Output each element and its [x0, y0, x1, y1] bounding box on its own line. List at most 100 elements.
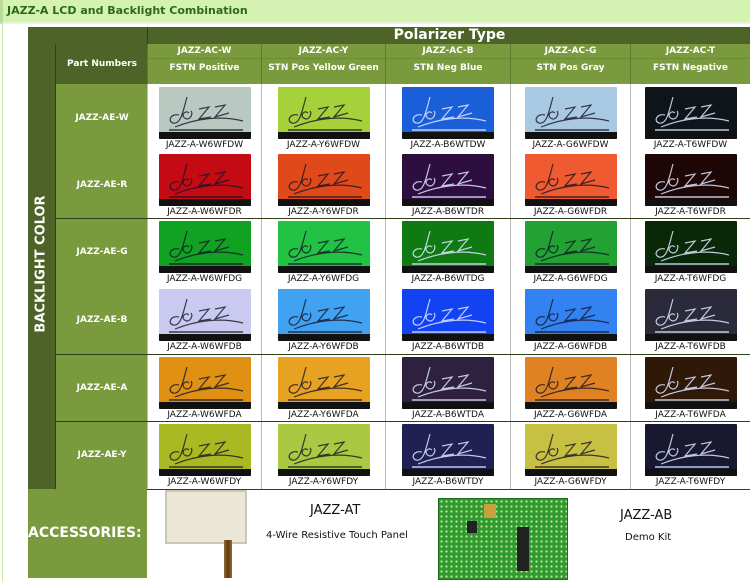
lcd-image — [524, 154, 617, 206]
lcd-cell[interactable]: JAZZ-A-T6WFDA — [630, 354, 750, 421]
lcd-cell[interactable]: JAZZ-A-Y6WFDB — [261, 286, 385, 354]
lcd-cell[interactable]: JAZZ-A-T6WFDR — [630, 151, 750, 218]
row-header: JAZZ-AE-B — [55, 286, 148, 354]
lcd-cell[interactable]: JAZZ-A-B6WTDB — [385, 286, 510, 354]
jazz-logo-icon — [168, 230, 243, 265]
part-number: JAZZ-A-W6WFDW — [165, 140, 244, 150]
lcd-bezel — [277, 199, 370, 206]
part-number: JAZZ-A-Y6WFDG — [287, 274, 360, 284]
lcd-cell[interactable]: JAZZ-A-G6WFDB — [510, 286, 630, 354]
polarizer-code: JAZZ-AC-W — [148, 44, 261, 59]
jazz-logo-icon — [168, 433, 243, 468]
lcd-image — [402, 289, 494, 341]
jazz-logo-icon — [168, 298, 243, 333]
lcd-cell[interactable]: JAZZ-A-G6WFDY — [510, 421, 630, 489]
lcd-cell[interactable]: JAZZ-A-B6WTDY — [385, 421, 510, 489]
lcd-bezel — [158, 199, 251, 206]
lcd-cell[interactable]: JAZZ-A-T6WFDB — [630, 286, 750, 354]
lcd-cell[interactable]: JAZZ-A-G6WFDG — [510, 218, 630, 286]
lcd-cell[interactable]: JAZZ-A-W6WFDR — [147, 151, 261, 218]
row-header: JAZZ-AE-R — [55, 151, 148, 218]
part-number: JAZZ-A-W6WFDG — [166, 274, 243, 284]
accessory-code: JAZZ-AB — [620, 508, 673, 523]
lcd-bezel — [402, 266, 494, 273]
lcd-cell[interactable]: JAZZ-A-Y6WFDW — [261, 84, 385, 151]
lcd-cell[interactable]: JAZZ-A-G6WFDR — [510, 151, 630, 218]
part-number: JAZZ-A-T6WFDR — [655, 207, 726, 217]
accessories-label: ACCESSORIES: — [28, 489, 147, 578]
part-number: JAZZ-A-T6WFDB — [655, 342, 726, 352]
lcd-bezel — [524, 266, 617, 273]
lcd-bezel — [277, 402, 370, 409]
polarizer-code: JAZZ-AC-B — [386, 44, 510, 59]
part-number: JAZZ-A-G6WFDR — [533, 207, 608, 217]
jazz-logo-icon — [412, 298, 487, 333]
row-divider — [55, 354, 750, 355]
lcd-cell[interactable]: JAZZ-A-W6WFDY — [147, 421, 261, 489]
polarizer-name: STN Neg Blue — [413, 63, 483, 73]
lcd-cell[interactable]: JAZZ-A-B6WTDG — [385, 218, 510, 286]
jazz-logo-icon — [168, 96, 243, 131]
pcb-chip — [517, 527, 529, 571]
lcd-bezel — [644, 199, 737, 206]
lcd-cell[interactable]: JAZZ-A-W6WFDG — [147, 218, 261, 286]
pcb-connector — [467, 521, 477, 533]
lcd-cell[interactable]: JAZZ-A-Y6WFDR — [261, 151, 385, 218]
column-header: JAZZ-AC-B STN Neg Blue — [385, 44, 510, 84]
lcd-cell[interactable]: JAZZ-A-G6WFDW — [510, 84, 630, 151]
lcd-image — [402, 221, 494, 273]
jazz-logo-icon — [654, 298, 729, 333]
lcd-cell[interactable]: JAZZ-A-W6WFDB — [147, 286, 261, 354]
part-number: JAZZ-A-G6WFDA — [533, 410, 608, 420]
row-divider — [55, 421, 750, 422]
lcd-cell[interactable]: JAZZ-A-T6WFDG — [630, 218, 750, 286]
jazz-logo-icon — [412, 96, 487, 131]
lcd-cell[interactable]: JAZZ-A-Y6WFDA — [261, 354, 385, 421]
accessory-code: JAZZ-AT — [310, 503, 361, 518]
lcd-cell[interactable]: JAZZ-A-B6WTDA — [385, 354, 510, 421]
lcd-cell[interactable]: JAZZ-A-B6WTDR — [385, 151, 510, 218]
lcd-bezel — [644, 132, 737, 139]
jazz-logo-icon — [412, 366, 487, 401]
lcd-bezel — [277, 132, 370, 139]
lcd-cell[interactable]: JAZZ-A-T6WFDY — [630, 421, 750, 489]
lcd-bezel — [644, 402, 737, 409]
lcd-image — [644, 289, 737, 341]
lcd-image — [644, 424, 737, 476]
jazz-logo-icon — [654, 433, 729, 468]
backlight-color-column: BACKLIGHT COLOR — [28, 44, 55, 489]
lcd-image — [524, 289, 617, 341]
part-number: JAZZ-A-B6WTDW — [410, 140, 486, 150]
lcd-bezel — [644, 469, 737, 476]
lcd-cell[interactable]: JAZZ-A-T6WFDW — [630, 84, 750, 151]
part-number: JAZZ-A-G6WFDW — [532, 140, 609, 150]
part-number: JAZZ-A-W6WFDR — [167, 207, 242, 217]
part-number: JAZZ-A-Y6WFDB — [288, 342, 359, 352]
lcd-bezel — [158, 402, 251, 409]
jazz-logo-icon — [534, 298, 609, 333]
lcd-image — [277, 154, 370, 206]
jazz-logo-icon — [287, 433, 362, 468]
jazz-logo-icon — [287, 366, 362, 401]
jazz-logo-icon — [412, 163, 487, 198]
part-number: JAZZ-A-B6WTDG — [411, 274, 485, 284]
lcd-cell[interactable]: JAZZ-A-W6WFDA — [147, 354, 261, 421]
lcd-cell[interactable]: JAZZ-A-G6WFDA — [510, 354, 630, 421]
section-title: JAZZ-A LCD and Backlight Combination — [7, 4, 248, 17]
lcd-cell[interactable]: JAZZ-A-Y6WFDY — [261, 421, 385, 489]
lcd-cell[interactable]: JAZZ-A-B6WTDW — [385, 84, 510, 151]
part-number: JAZZ-A-Y6WFDW — [286, 140, 361, 150]
lcd-bezel — [644, 334, 737, 341]
lcd-image — [158, 221, 251, 273]
part-number: JAZZ-A-G6WFDG — [533, 274, 608, 284]
part-number: JAZZ-A-B6WTDR — [411, 207, 485, 217]
lcd-image — [524, 87, 617, 139]
lcd-bezel — [524, 132, 617, 139]
lcd-image — [277, 221, 370, 273]
lcd-cell[interactable]: JAZZ-A-W6WFDW — [147, 84, 261, 151]
lcd-bezel — [158, 266, 251, 273]
lcd-bezel — [277, 266, 370, 273]
lcd-bezel — [277, 334, 370, 341]
lcd-cell[interactable]: JAZZ-A-Y6WFDG — [261, 218, 385, 286]
